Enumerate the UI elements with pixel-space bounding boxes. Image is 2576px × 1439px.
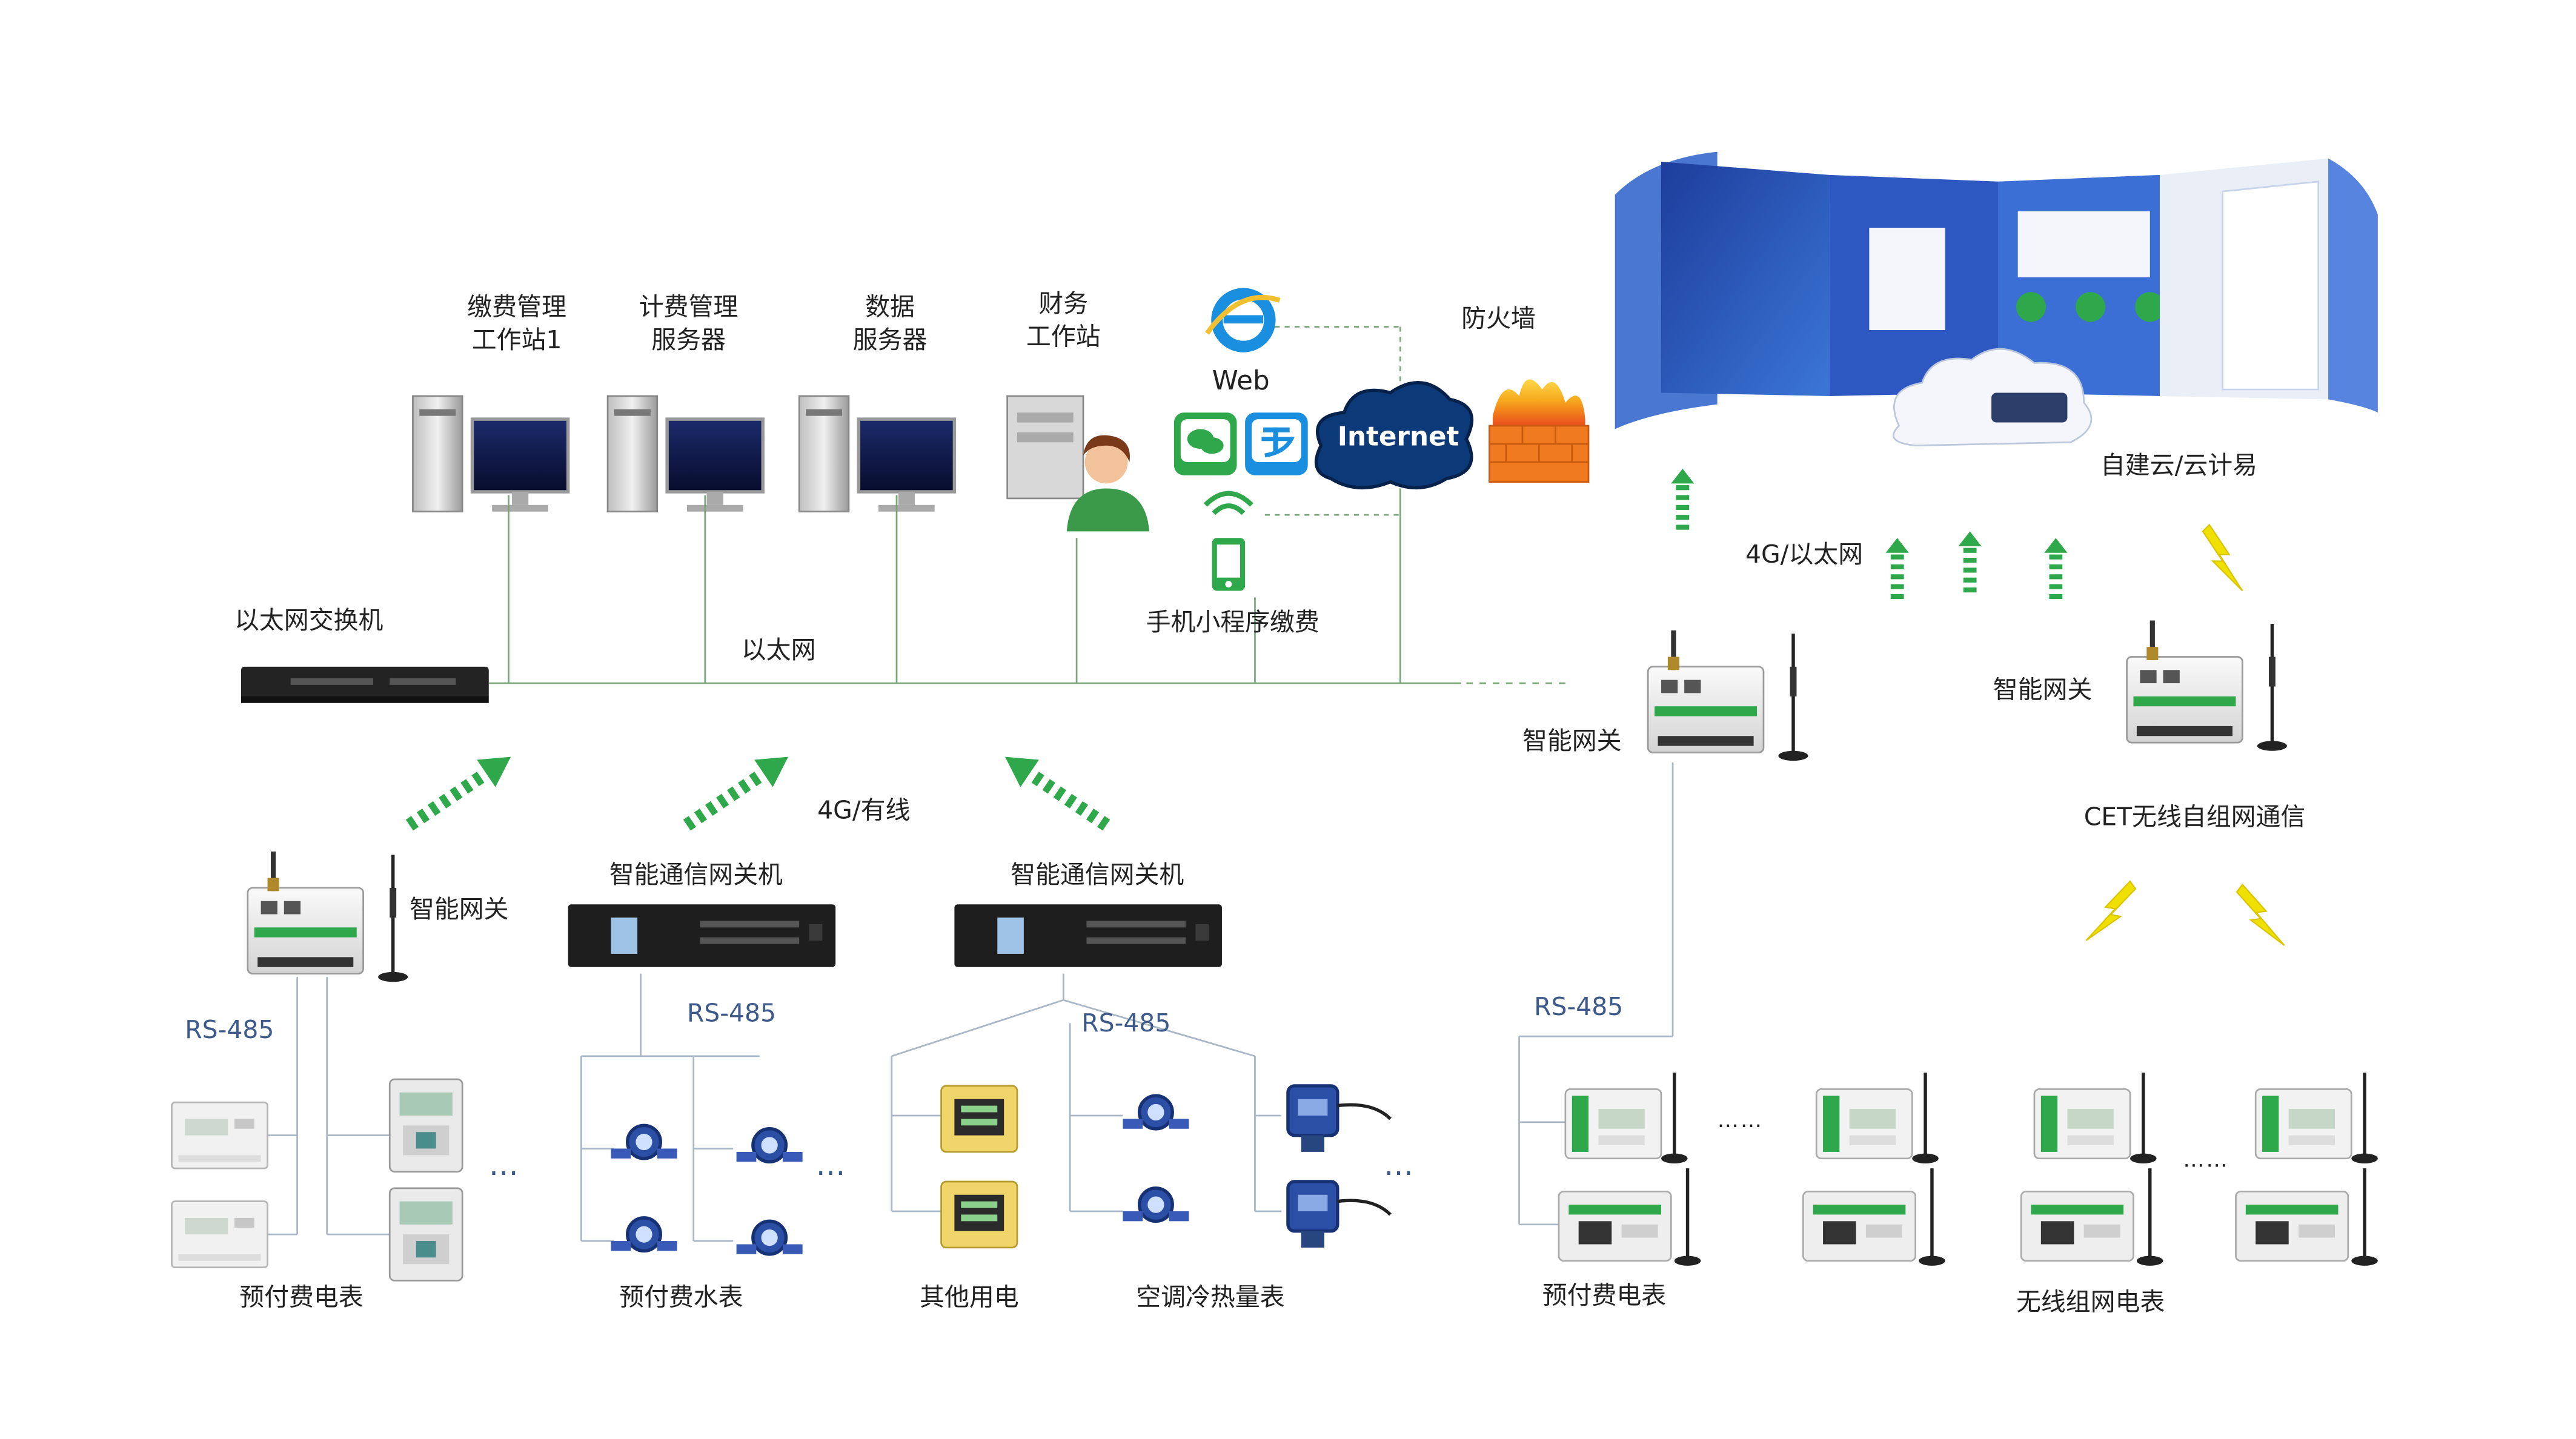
wireless-meter-7 <box>2256 1073 2378 1163</box>
gateway-left-icon <box>248 852 408 982</box>
cloud-label: 自建云/云计易 <box>2100 450 2258 480</box>
label-prepaid-electric: 预付费电表 <box>239 1282 363 1312</box>
web-label: Web <box>1212 365 1270 396</box>
heat-flow-meter-2 <box>1123 1188 1189 1221</box>
lightning-icon-1 <box>2202 524 2243 592</box>
uplink-label: 4G/以太网 <box>1745 540 1864 570</box>
wireless-meter-1 <box>1565 1073 1688 1163</box>
heat-meter-1 <box>1288 1086 1390 1152</box>
rs485-label-1: RS-485 <box>185 1014 274 1045</box>
power-meter-1 <box>940 1085 1018 1153</box>
comm-gateway-label-1: 智能通信网关机 <box>609 859 783 890</box>
workstation-label-3: 数据 服务器 <box>822 291 957 357</box>
ie-icon <box>1205 288 1281 352</box>
heat-meter-2 <box>1288 1182 1390 1248</box>
wireless-meter-5 <box>2034 1073 2157 1163</box>
ethernet-lines <box>488 326 1565 684</box>
pc-3 <box>798 395 957 513</box>
wechat-pay-icon <box>1173 412 1237 475</box>
water-meter-1 <box>611 1125 677 1158</box>
alipay-icon <box>1245 412 1308 475</box>
firewall-icon <box>1489 379 1590 483</box>
wechat-pay-label: 微信支付 <box>1177 465 1204 474</box>
workstation-3-line1: 数据 <box>865 292 915 322</box>
rs485-label-2: RS-485 <box>686 998 777 1028</box>
gateway-center-icon <box>1648 630 1808 761</box>
label-wireless-meter: 无线组网电表 <box>2016 1287 2165 1317</box>
diagonal-arrow-1 <box>400 743 520 839</box>
label-other-power: 其他用电 <box>920 1282 1019 1312</box>
comm-gateway-rack-1 <box>568 904 836 967</box>
gateway-center-label: 智能网关 <box>1522 726 1622 756</box>
alipay-label: 支付宝支付 <box>1252 465 1285 474</box>
uplink-arrow-4 <box>2044 538 2068 600</box>
cloud-dashboard <box>1615 151 2378 447</box>
uplink-arrow-3 <box>1958 531 1982 593</box>
uplink-arrow-2 <box>1885 538 1909 600</box>
wireless-meter-6 <box>2021 1168 2163 1266</box>
finance-workstation-icon <box>1006 395 1150 532</box>
pc-2 <box>606 395 765 513</box>
mobile-payment-label: 手机小程序缴费 <box>1146 607 1320 637</box>
internet-label: Internet <box>1337 420 1459 452</box>
lightning-icon-3 <box>2235 879 2285 952</box>
label-prepaid-water: 预付费水表 <box>619 1282 743 1312</box>
water-meter-2 <box>737 1129 803 1162</box>
gateway-right-icon <box>2127 621 2287 751</box>
ethernet-label: 以太网 <box>741 635 816 666</box>
prepaid-electric-meter-4 <box>388 1187 463 1282</box>
prepaid-electric-meter-2 <box>171 1200 268 1269</box>
switch-label: 以太网交换机 <box>234 606 383 636</box>
heat-flow-meter-1 <box>1123 1096 1189 1128</box>
gateway-left-label: 智能网关 <box>409 894 509 924</box>
fieldbus-lines <box>264 762 1674 1242</box>
firewall-label: 防火墙 <box>1461 303 1536 334</box>
internet-cloud-icon <box>1314 381 1474 490</box>
rs485-label-4: RS-485 <box>1534 991 1624 1022</box>
workstation-4-line1: 财务 <box>1038 288 1089 319</box>
wireless-meter-3 <box>1816 1073 1939 1163</box>
label-ac-heat-meter: 空调冷热量表 <box>1136 1282 1285 1312</box>
mobile-phone-icon <box>1212 538 1246 591</box>
uplink-arrow-1 <box>1671 468 1695 530</box>
workstation-label-1: 缴费管理 工作站1 <box>449 291 584 357</box>
lightning-icon-2 <box>2085 875 2137 948</box>
prepaid-electric-meter-3 <box>388 1078 463 1173</box>
workstation-2-line2: 服务器 <box>651 325 726 356</box>
prepaid-electric-meter-1 <box>171 1101 268 1169</box>
ethernet-switch-icon <box>241 666 489 703</box>
workstation-2-line1: 计费管理 <box>639 292 739 322</box>
wireless-meter-2 <box>1559 1168 1701 1266</box>
ellipsis-3: … <box>1384 1148 1419 1183</box>
wifi-icon <box>1203 491 1253 515</box>
ellipsis-4: …… <box>1717 1109 1764 1134</box>
pc-1 <box>412 395 570 513</box>
water-meter-3 <box>611 1218 677 1251</box>
wireless-meter-4 <box>1803 1168 1945 1266</box>
diagonal-arrow-2 <box>677 743 798 839</box>
gateway-right-label: 智能网关 <box>1993 675 2093 705</box>
comm-gateway-rack-2 <box>954 904 1222 967</box>
ellipsis-2: … <box>815 1148 851 1183</box>
workstation-3-line2: 服务器 <box>852 325 928 356</box>
workstation-1-line1: 缴费管理 <box>467 292 566 322</box>
wireless-network-label: CET无线自组网通信 <box>2083 802 2306 832</box>
wireless-meter-8 <box>2236 1168 2377 1266</box>
ellipsis-5: …… <box>2183 1148 2229 1174</box>
comm-gateway-label-2: 智能通信网关机 <box>1011 859 1184 890</box>
workstation-1-line2: 工作站1 <box>471 325 562 356</box>
workstation-label-2: 计费管理 服务器 <box>621 291 756 357</box>
workstation-label-4: 财务 工作站 <box>996 287 1131 354</box>
rs485-label-3: RS-485 <box>1081 1008 1171 1038</box>
diagonal-arrow-3 <box>995 743 1116 839</box>
power-meter-2 <box>940 1180 1018 1249</box>
label-prepaid-electric-right: 预付费电表 <box>1542 1280 1667 1311</box>
ellipsis-1: … <box>488 1148 524 1183</box>
water-meter-4 <box>737 1221 803 1254</box>
workstation-4-line2: 工作站 <box>1026 322 1101 352</box>
uplink-4g-wired-label: 4G/有线 <box>817 795 911 825</box>
